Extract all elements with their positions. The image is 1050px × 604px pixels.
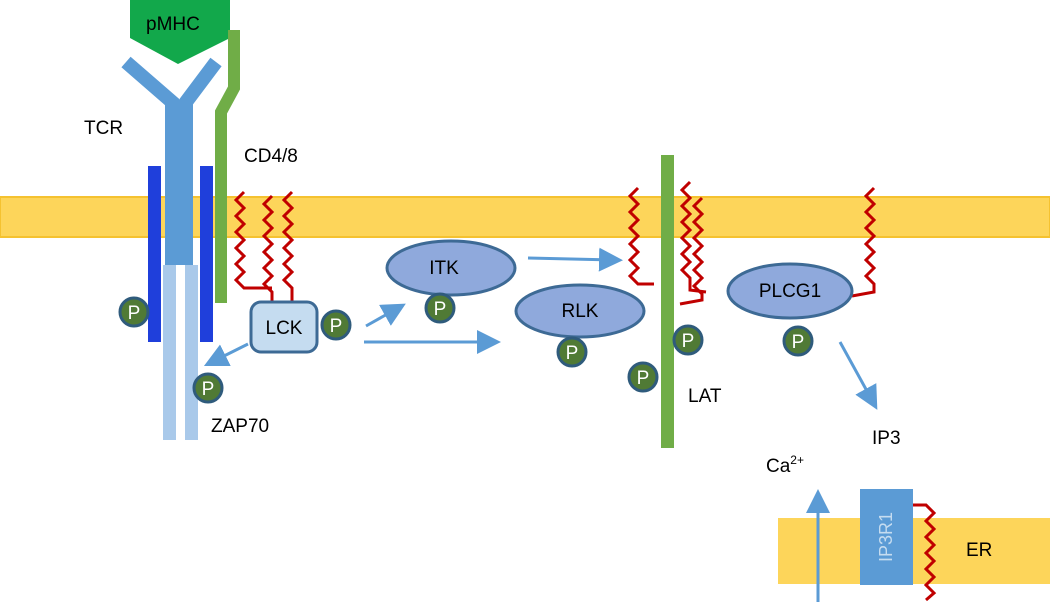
zap70-label: ZAP70 xyxy=(211,416,269,437)
svg-text:P: P xyxy=(682,331,695,352)
arrow-lck-to-zap70 xyxy=(203,342,249,367)
itk-label: ITK xyxy=(429,258,459,279)
calcium-label: Ca2+ xyxy=(766,453,804,477)
zeta-chain-left xyxy=(163,265,176,440)
zeta-chain-right xyxy=(185,265,198,440)
cd3-chain-left xyxy=(148,166,161,342)
phospho-group-zap70: P xyxy=(192,372,224,404)
phospho-group-rlk: P xyxy=(556,336,588,368)
cd4-8-coreceptor xyxy=(215,30,240,303)
svg-text:P: P xyxy=(434,299,447,320)
lat-lipid-anchors xyxy=(627,180,707,306)
signal-arrows xyxy=(203,247,878,602)
lck-lipid-anchors xyxy=(233,190,295,304)
phospho-group-tcr: P xyxy=(118,296,150,328)
lat-protein xyxy=(661,155,674,448)
arrow-plcg1-to-ip3 xyxy=(838,341,878,410)
calcium-charge: 2+ xyxy=(790,453,804,467)
lck-box xyxy=(249,300,319,354)
phospho-group-itk: P xyxy=(424,292,456,324)
phospho-group-lck: P xyxy=(320,309,352,341)
arrow-itk-to-lat xyxy=(527,247,623,272)
rlk-label: RLK xyxy=(562,301,599,322)
itk-enzyme xyxy=(385,239,517,297)
svg-text:P: P xyxy=(637,368,650,389)
pmhc-label: pMHC xyxy=(146,14,200,35)
rlk-enzyme xyxy=(514,283,646,339)
plcg1-label: PLCG1 xyxy=(759,281,821,302)
er-label: ER xyxy=(966,540,992,561)
lck-label: LCK xyxy=(266,318,303,339)
lat-label: LAT xyxy=(688,386,722,407)
ip3r1-channel xyxy=(860,489,913,585)
er-lipid-anchor xyxy=(913,503,937,602)
tcr-label: TCR xyxy=(84,118,123,139)
arrow-lck-to-itk xyxy=(365,303,406,328)
phospho-group-plcg1: P xyxy=(782,325,814,357)
pmhc-shape xyxy=(130,0,230,64)
svg-text:P: P xyxy=(792,332,805,353)
svg-text:P: P xyxy=(202,379,215,400)
svg-text:P: P xyxy=(330,316,343,337)
phospho-group-lat-lower: P xyxy=(627,361,659,393)
er-membrane xyxy=(778,518,1050,584)
cd3-chain-right xyxy=(200,166,213,342)
tcr-receptor xyxy=(121,56,222,265)
svg-text:P: P xyxy=(566,343,579,364)
svg-text:P: P xyxy=(128,303,141,324)
ip3-label: IP3 xyxy=(872,428,901,449)
plcg1-enzyme xyxy=(726,262,854,320)
cd4-8-label: CD4/8 xyxy=(244,146,298,167)
plcg1-lipid-anchor xyxy=(851,186,877,298)
phospho-group-lat-upper: P xyxy=(672,324,704,356)
ip3r1-label: IP3R1 xyxy=(876,512,896,562)
